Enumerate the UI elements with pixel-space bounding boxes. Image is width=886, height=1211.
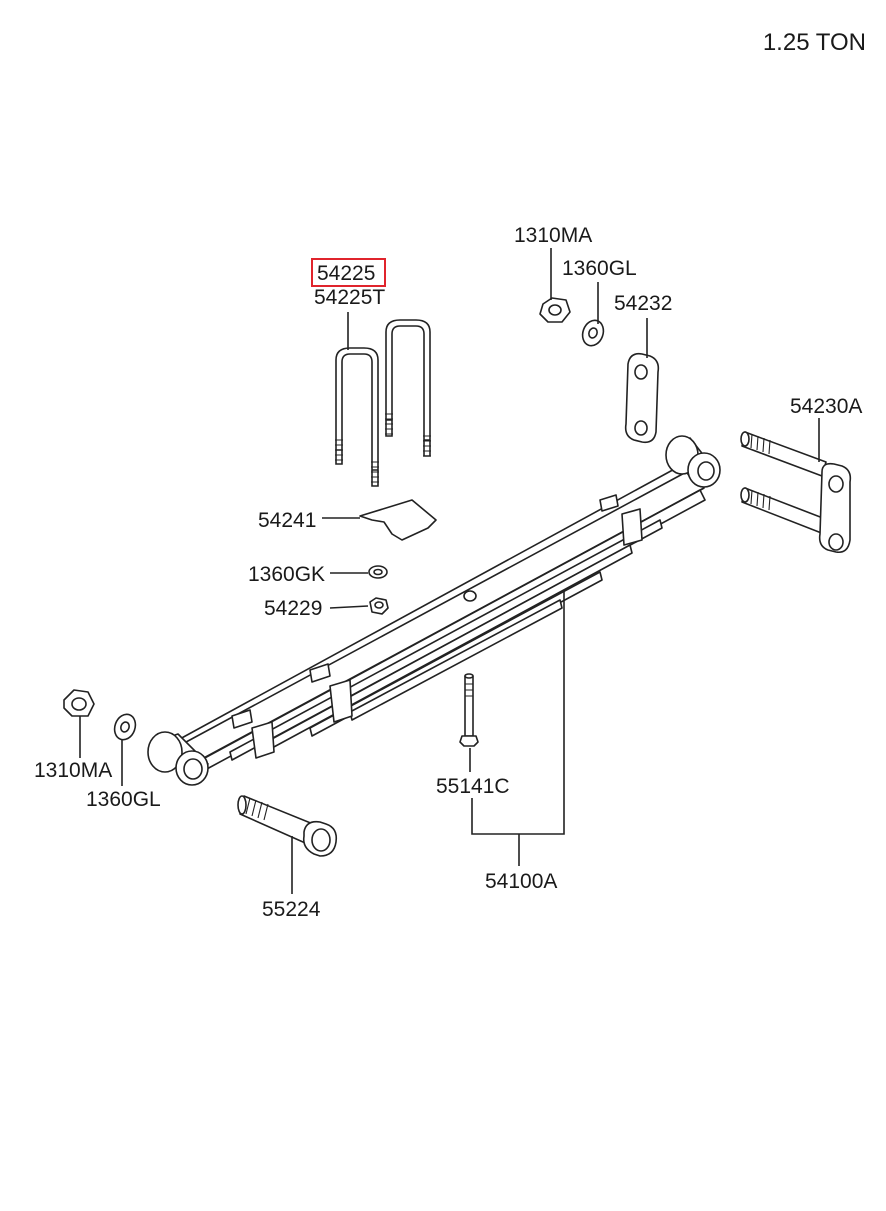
eye-bolt[interactable] — [237, 795, 338, 857]
shackle-assembly[interactable] — [740, 431, 852, 554]
spring-clip — [621, 508, 643, 546]
center-bolt[interactable] — [459, 673, 479, 747]
spring-eye-right — [665, 435, 721, 488]
highlight-box — [311, 258, 386, 287]
label-54100A[interactable]: 54100A — [485, 870, 557, 893]
diagram-title: 1.25 TON — [763, 29, 866, 56]
spring-eye-left — [147, 731, 209, 786]
label-54241[interactable]: 54241 — [258, 509, 316, 532]
spring-clip — [329, 679, 353, 723]
label-54230A[interactable]: 54230A — [790, 395, 862, 418]
label-54225[interactable]: 54225 — [317, 262, 375, 285]
spring-clip — [231, 709, 253, 729]
label-54225T[interactable]: 54225T — [314, 286, 385, 309]
label-54229[interactable]: 54229 — [264, 597, 322, 620]
spring-clip — [309, 663, 331, 683]
center-bolt-hole — [463, 590, 477, 602]
label-1360GK[interactable]: 1360GK — [248, 563, 325, 586]
leaf-spring-assembly[interactable] — [147, 435, 721, 786]
u-bolt-nut[interactable] — [369, 597, 389, 615]
spring-clip — [599, 494, 619, 512]
shackle-plate[interactable] — [624, 352, 660, 444]
label-1310MA-top[interactable]: 1310MA — [514, 224, 592, 247]
spring-washer[interactable] — [368, 565, 388, 579]
spring-leaf-3 — [229, 519, 663, 761]
label-1310MA-left[interactable]: 1310MA — [34, 759, 112, 782]
spring-clip — [251, 721, 275, 759]
u-bolt-plate[interactable] — [359, 499, 437, 541]
label-55141C[interactable]: 55141C — [436, 775, 510, 798]
eye-bolt-washer[interactable] — [111, 711, 139, 742]
eye-bolt-nut[interactable] — [63, 689, 95, 717]
u-bolt-pair[interactable] — [335, 319, 431, 487]
shackle-nut[interactable] — [539, 297, 571, 323]
label-55224[interactable]: 55224 — [262, 898, 321, 921]
shackle-washer[interactable] — [579, 317, 607, 348]
label-54232[interactable]: 54232 — [614, 292, 672, 315]
leader-lines — [79, 248, 820, 894]
label-1360GL-top[interactable]: 1360GL — [562, 257, 637, 280]
spring-leaf-6 — [349, 599, 563, 721]
label-1360GL-left[interactable]: 1360GL — [86, 788, 161, 811]
